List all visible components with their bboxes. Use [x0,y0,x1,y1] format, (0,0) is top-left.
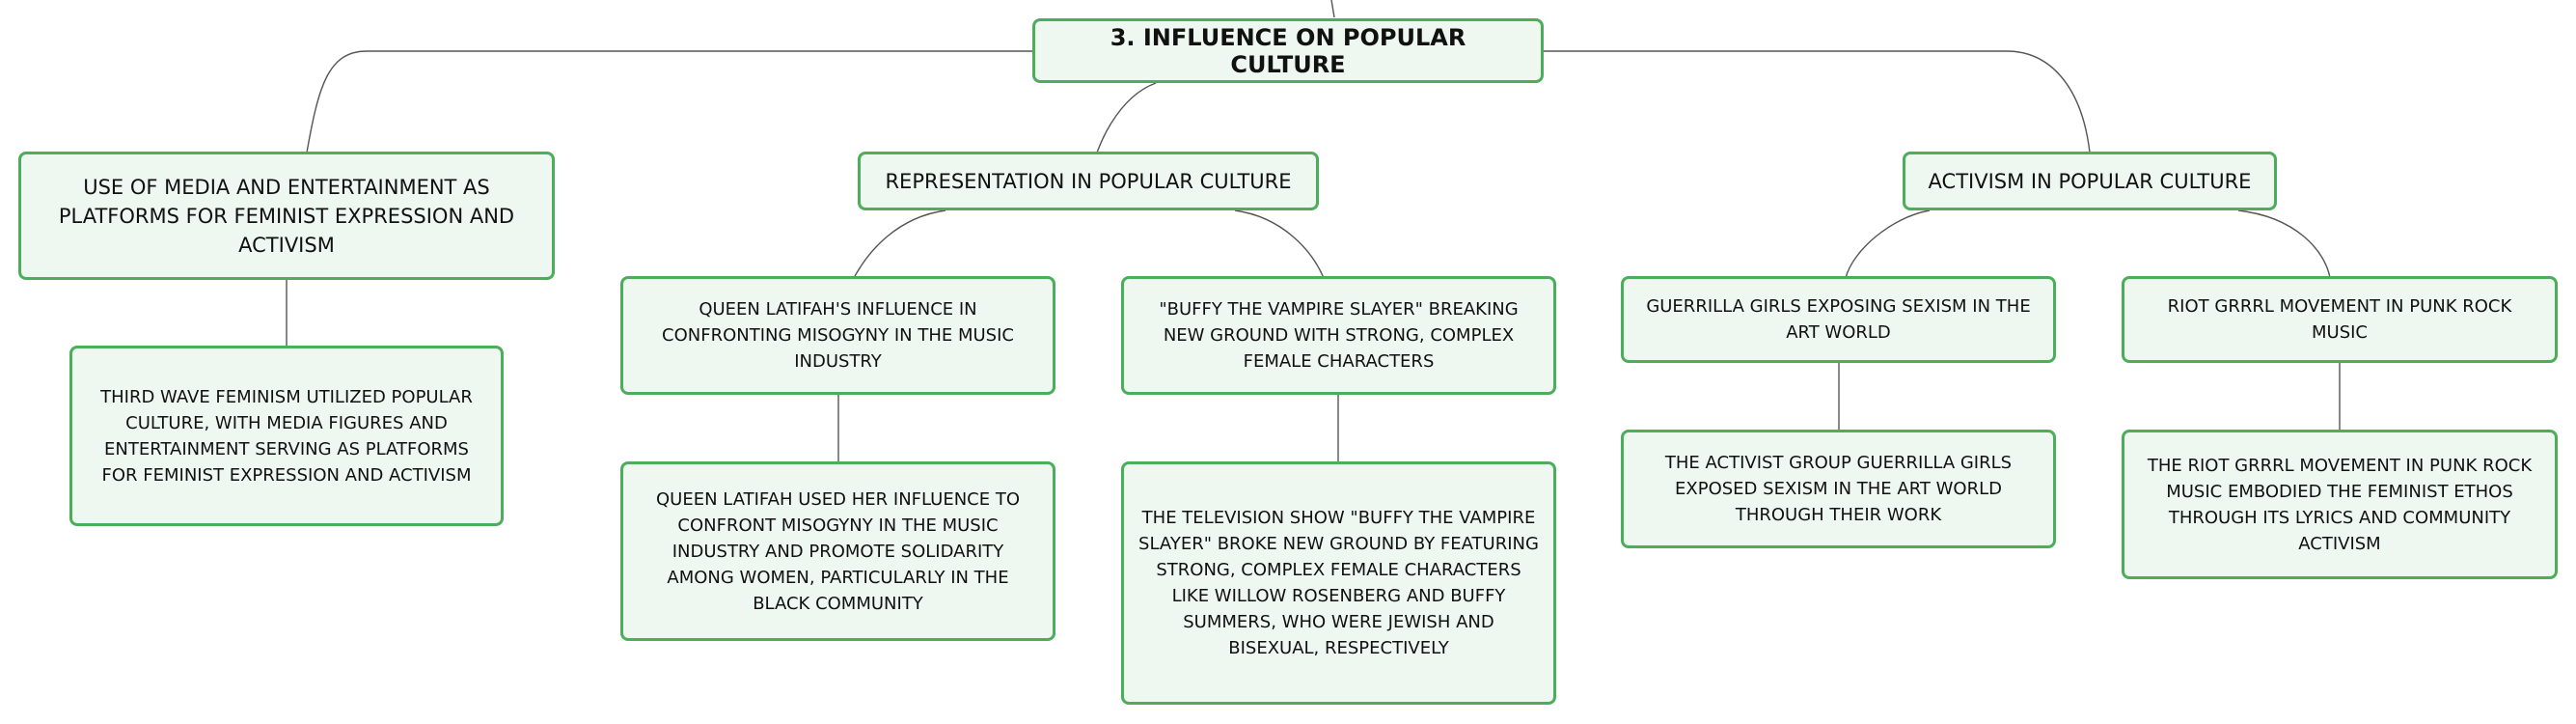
latifah-detail-label: QUEEN LATIFAH USED HER INFLUENCE TO CONF… [656,488,1020,614]
guerrilla-detail-node[interactable]: THE ACTIVIST GROUP GUERRILLA GIRLS EXPOS… [1621,430,2056,548]
latifah-detail-node[interactable]: QUEEN LATIFAH USED HER INFLUENCE TO CONF… [620,461,1055,641]
root-node[interactable]: 3. INFLUENCE ON POPULAR CULTURE [1032,18,1544,83]
guerrilla-node[interactable]: GUERRILLA GIRLS EXPOSING SEXISM IN THE A… [1621,276,2056,363]
branch-activism-label: ACTIVISM IN POPULAR CULTURE [1928,169,2252,193]
branch-media-label: USE OF MEDIA AND ENTERTAINMENT AS PLATFO… [58,175,515,257]
connector-activism-riot [2237,209,2331,279]
root-label: 3. INFLUENCE ON POPULAR CULTURE [1110,23,1466,78]
branch-representation-label: REPRESENTATION IN POPULAR CULTURE [885,169,1292,193]
branch-activism-node[interactable]: ACTIVISM IN POPULAR CULTURE [1903,152,2277,210]
connector-root-top [1330,0,1335,18]
latifah-node[interactable]: QUEEN LATIFAH'S INFLUENCE IN CONFRONTING… [620,276,1055,395]
latifah-label: QUEEN LATIFAH'S INFLUENCE IN CONFRONTING… [662,299,1014,372]
buffy-label: "BUFFY THE VAMPIRE SLAYER" BREAKING NEW … [1159,299,1519,372]
riot-node[interactable]: RIOT GRRRL MOVEMENT IN PUNK ROCK MUSIC [2122,276,2558,363]
connector-representation-buffy [1234,209,1325,279]
branch-representation-node[interactable]: REPRESENTATION IN POPULAR CULTURE [858,152,1319,210]
buffy-node[interactable]: "BUFFY THE VAMPIRE SLAYER" BREAKING NEW … [1121,276,1556,395]
branch-media-node[interactable]: USE OF MEDIA AND ENTERTAINMENT AS PLATFO… [18,152,555,280]
media-child-node[interactable]: THIRD WAVE FEMINISM UTILIZED POPULAR CUL… [69,346,504,526]
media-child-label: THIRD WAVE FEMINISM UTILIZED POPULAR CUL… [100,386,473,486]
guerrilla-label: GUERRILLA GIRLS EXPOSING SEXISM IN THE A… [1646,296,2031,343]
buffy-detail-node[interactable]: THE TELEVISION SHOW "BUFFY THE VAMPIRE S… [1121,461,1556,705]
riot-detail-node[interactable]: THE RIOT GRRRL MOVEMENT IN PUNK ROCK MUS… [2122,430,2558,579]
connector-root-media [306,50,1032,153]
connector-representation-latifah [853,209,946,279]
buffy-detail-label: THE TELEVISION SHOW "BUFFY THE VAMPIRE S… [1138,508,1539,658]
riot-detail-label: THE RIOT GRRRL MOVEMENT IN PUNK ROCK MUS… [2147,455,2533,554]
riot-label: RIOT GRRRL MOVEMENT IN PUNK ROCK MUSIC [2167,296,2512,343]
connector-root-activism [1544,50,2091,153]
connector-activism-guerrilla [1845,209,1931,279]
guerrilla-detail-label: THE ACTIVIST GROUP GUERRILLA GIRLS EXPOS… [1664,453,2013,525]
